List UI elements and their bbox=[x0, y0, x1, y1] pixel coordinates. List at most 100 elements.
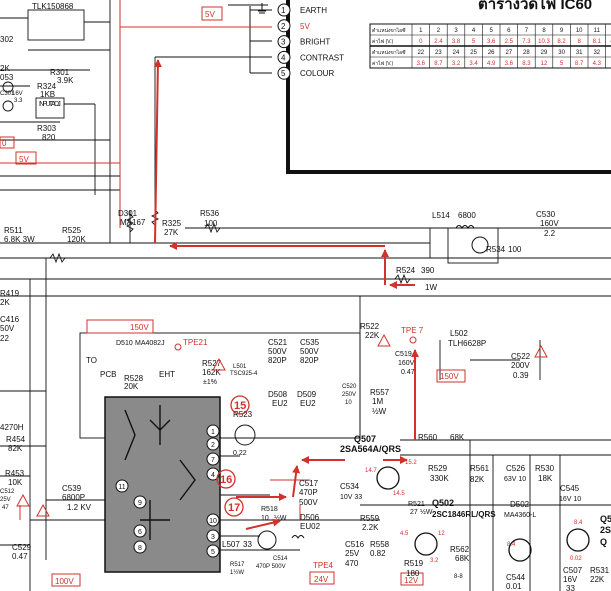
c512-voltage: 25V bbox=[0, 497, 11, 503]
c522-label: C522 bbox=[511, 352, 531, 361]
q5-part-b: Q bbox=[600, 537, 607, 547]
label-302: 302 bbox=[0, 35, 14, 44]
l507-value: 33 bbox=[243, 540, 252, 549]
ic-pin-number: 1 bbox=[281, 6, 286, 15]
r536-value: 100 bbox=[204, 219, 218, 228]
r518-value: 10 bbox=[261, 515, 269, 522]
l502-label: L502 bbox=[450, 329, 468, 338]
fbt-pin-circle bbox=[206, 544, 220, 558]
r559-label: R559 bbox=[360, 514, 380, 523]
q502-v2: 12 bbox=[438, 531, 445, 537]
table-cell: 8.7 bbox=[575, 61, 584, 67]
supply-5v-box bbox=[201, 6, 223, 21]
top-left-red-lines bbox=[0, 0, 230, 228]
pcb-label: PCB bbox=[100, 370, 116, 379]
frag-4270h: 4270H bbox=[0, 423, 24, 432]
r527-tolerance: ±1% bbox=[203, 379, 217, 386]
r528-label: R528 bbox=[124, 374, 144, 383]
c534-label: C534 bbox=[340, 482, 360, 491]
table-cell: 5 bbox=[472, 39, 476, 45]
c514-value: 470P 500V bbox=[256, 564, 286, 570]
fbt-pin-circle bbox=[133, 524, 147, 538]
ic-pin-circle bbox=[277, 3, 291, 17]
l514-label: L514 bbox=[432, 211, 450, 220]
r534-label: R534 bbox=[486, 245, 506, 254]
c514-label: C514 bbox=[273, 556, 288, 562]
c416-voltage: 50V bbox=[0, 324, 15, 333]
c516-value: 470 bbox=[345, 559, 359, 568]
fuse-coil-icons bbox=[234, 424, 305, 550]
c507-label: C507 bbox=[563, 566, 583, 575]
r524-wattage: 1W bbox=[425, 283, 437, 292]
ic60-frame bbox=[286, 0, 611, 174]
r453-value: 10K bbox=[8, 478, 23, 487]
table-cell: 4.3 bbox=[593, 61, 602, 67]
c519-value: 0.47 bbox=[401, 369, 415, 376]
fbt-pin-number: 6 bbox=[138, 529, 142, 536]
c545-label: C545 bbox=[560, 484, 580, 493]
table-cell: 7 bbox=[525, 28, 529, 34]
c301-voltage: 16V bbox=[12, 91, 23, 97]
c530-label: C530 bbox=[536, 210, 556, 219]
r557-wattage: ½W bbox=[372, 407, 387, 416]
fbt-pin-number: 5 bbox=[211, 549, 215, 556]
c512-value: 47 bbox=[2, 505, 9, 511]
table-row-label: ตำแหน่งขาไอซี bbox=[372, 27, 406, 34]
c521-value: 820P bbox=[268, 356, 287, 365]
c535-label: C535 bbox=[300, 338, 320, 347]
table-cell: 28 bbox=[523, 50, 530, 56]
table-cell: 10 bbox=[576, 28, 583, 34]
fbt-red-wiring bbox=[19, 319, 466, 587]
circle-16-label: 16 bbox=[220, 474, 232, 486]
circle-15-label: 15 bbox=[234, 400, 246, 412]
table-cell: 2.5 bbox=[505, 39, 514, 45]
r303-label: R303 bbox=[37, 124, 57, 133]
table-cell: 11 bbox=[594, 28, 601, 34]
table-row-label: ตำแหน่งขาไอซี bbox=[372, 49, 406, 56]
c530-value: 2.2 bbox=[544, 229, 556, 238]
c521-voltage: 500V bbox=[268, 347, 287, 356]
zero-left: 0 bbox=[2, 139, 7, 148]
d510-label: D510 bbox=[116, 340, 133, 347]
label-053: 053 bbox=[0, 73, 14, 82]
r557-value: 1M bbox=[372, 397, 383, 406]
ic-pin-label: CONTRAST bbox=[300, 53, 344, 62]
ic-pin-connector bbox=[155, 3, 272, 74]
c516-label: C516 bbox=[345, 540, 365, 549]
r560-label: R560 bbox=[418, 433, 438, 442]
table-cell: 5 bbox=[490, 28, 494, 34]
r325-value: 27K bbox=[164, 228, 179, 237]
ic-pin-number: 3 bbox=[281, 38, 286, 47]
table-cell: 8.3 bbox=[522, 61, 531, 67]
q502-label: Q502 bbox=[432, 498, 454, 508]
q-right-v3: 8.4 bbox=[574, 520, 583, 526]
d502-part: MA4360-L bbox=[504, 512, 536, 519]
r519-label: R519 bbox=[404, 559, 424, 568]
r454-value: 82K bbox=[8, 444, 23, 453]
r531-value: 22K bbox=[590, 575, 605, 584]
r522-label: R522 bbox=[360, 322, 380, 331]
fbt-pin-circle bbox=[206, 452, 220, 466]
table-cell: 12 bbox=[541, 61, 548, 67]
table-cell: 3.6 bbox=[487, 39, 496, 45]
ic-pin-voltage-table: ตำแหน่งขาไอซี123456789101112ค่าไฟ (V.)02… bbox=[369, 23, 611, 69]
c520-label: C520 bbox=[342, 384, 357, 390]
r559-value: 2.2K bbox=[362, 523, 379, 532]
table-cell: 22 bbox=[417, 50, 424, 56]
r519-value: 180 bbox=[406, 569, 420, 578]
table-cell: 30 bbox=[558, 50, 565, 56]
table-cell: 31 bbox=[576, 50, 583, 56]
r518-wattage: ½W bbox=[274, 514, 287, 522]
tpe7-testpoint bbox=[409, 336, 417, 344]
lower-wiring bbox=[0, 332, 611, 591]
r558-value: 0.82 bbox=[370, 549, 386, 558]
circle-17: 17 bbox=[224, 497, 244, 517]
tpe7: TPE 7 bbox=[401, 326, 424, 335]
d509-part: EU2 bbox=[300, 399, 316, 408]
v150-right: 150V bbox=[440, 372, 459, 381]
fbt-pin-circle bbox=[206, 437, 220, 451]
v12: 12V bbox=[404, 576, 419, 585]
q507-v3: 14.5 bbox=[393, 491, 405, 497]
supply-5v-left: 5V bbox=[19, 155, 29, 164]
table-cell: 24 bbox=[453, 50, 460, 56]
